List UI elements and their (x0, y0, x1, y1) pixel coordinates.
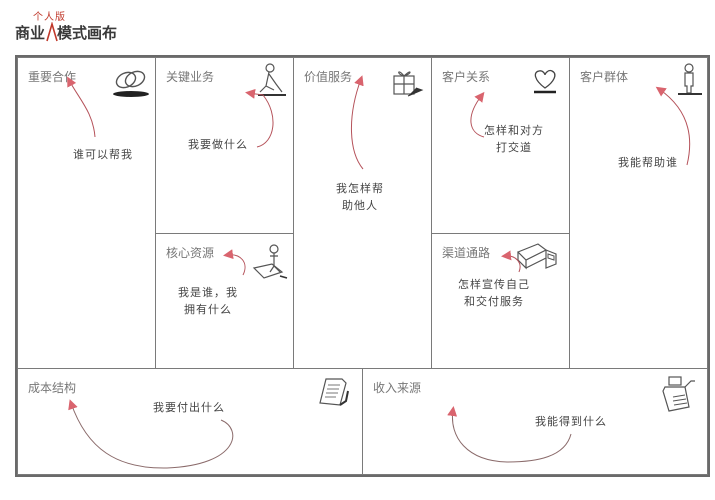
heart-icon (534, 69, 556, 94)
block-hint: 我要付出什么 (153, 401, 225, 414)
block-hint: 谁可以帮我 (73, 148, 133, 161)
block-hint-line1: 我是谁，我 (178, 286, 238, 299)
linked-rings-icon (113, 70, 149, 97)
block-hint-line2: 助他人 (342, 199, 378, 212)
block-hint: 我能帮助谁 (618, 156, 678, 169)
truck-icon (516, 243, 557, 270)
receipt-icon (319, 378, 349, 406)
block-hint: 我要做什么 (188, 138, 248, 151)
block-key-partners[interactable]: 重要合作 谁可以帮我 (17, 57, 156, 369)
block-hint-line2: 和交付服务 (464, 295, 524, 308)
block-label: 渠道通路 (442, 246, 491, 260)
person-on-sofa-icon (252, 244, 288, 279)
block-revenue-streams[interactable]: 收入来源 我能得到什么 (362, 368, 708, 475)
cash-register-icon (662, 376, 695, 412)
block-label: 核心资源 (166, 246, 215, 260)
title-right: 模式画布 (57, 24, 118, 42)
block-hint-line2: 拥有什么 (184, 303, 232, 316)
page-title: 商业模式画布 (15, 22, 117, 43)
block-hint-line1: 怎样宣传自己 (458, 278, 530, 291)
standing-person-icon (678, 63, 702, 95)
block-label: 成本结构 (28, 381, 77, 395)
block-customer-segments[interactable]: 客户群体 我能帮助谁 (569, 57, 708, 369)
block-label: 关键业务 (166, 70, 215, 84)
business-model-canvas: 重要合作 谁可以帮我 关键业务 我要做什么 核心资源 我是谁，我 拥有什么 价值… (15, 55, 710, 477)
block-key-resources[interactable]: 核心资源 我是谁，我 拥有什么 (155, 233, 294, 369)
block-customer-relationships[interactable]: 客户关系 怎样和对方 打交道 (431, 57, 570, 234)
block-label: 收入来源 (373, 381, 422, 395)
block-hint-line1: 我怎样帮 (336, 182, 384, 195)
gift-box-icon (393, 71, 424, 97)
block-hint-line2: 打交道 (496, 141, 532, 154)
block-label: 客户关系 (442, 70, 491, 84)
block-label: 价值服务 (304, 70, 353, 84)
title-insert-text: 个人版 (33, 12, 66, 23)
block-label: 重要合作 (28, 70, 77, 84)
block-value-propositions[interactable]: 价值服务 我怎样帮 助他人 (293, 57, 432, 369)
block-key-activities[interactable]: 关键业务 我要做什么 (155, 57, 294, 234)
block-hint: 我能得到什么 (535, 415, 607, 428)
block-cost-structure[interactable]: 成本结构 我要付出什么 (17, 368, 363, 475)
block-label: 客户群体 (580, 70, 629, 84)
worker-icon (258, 63, 286, 96)
title-left: 商业 (15, 24, 46, 42)
block-channels[interactable]: 渠道通路 怎样宣传自己 和交付服务 (431, 233, 570, 369)
block-hint-line1: 怎样和对方 (484, 124, 544, 137)
insert-caret-icon (46, 22, 58, 42)
